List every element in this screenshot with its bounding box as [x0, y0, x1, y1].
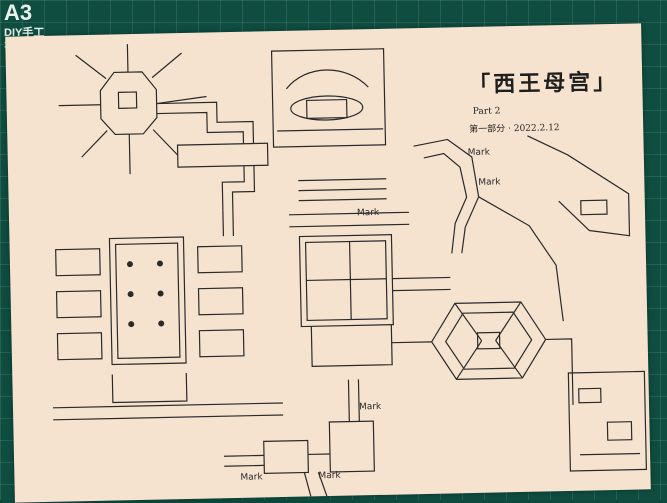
pyramid-chamber	[391, 301, 574, 405]
sketch-title-block: 「西王母宫」 Part 2 第一部分 · 2022.2.12	[468, 63, 643, 135]
mat-size-label: A3	[4, 0, 33, 25]
bottom-chambers	[224, 379, 375, 497]
main-hall	[52, 209, 284, 421]
map-drawing: Mark Mark Mark Mark Mark Mark	[52, 44, 648, 497]
sketch-part: Part 2	[472, 106, 501, 117]
octagon-chamber	[58, 44, 207, 175]
mark-label-6: Mark	[318, 471, 341, 481]
mark-label-4: Mark	[359, 402, 382, 412]
mark-label-5: Mark	[240, 472, 263, 482]
corner-chamber	[567, 370, 648, 472]
mark-label-2: Mark	[468, 148, 491, 158]
sketch-panel	[270, 48, 387, 202]
right-passage	[413, 135, 631, 322]
mark-label-3: Mark	[357, 208, 380, 218]
sketch-paper: Mark Mark Mark Mark Mark Mark 「西王母宫」 Par…	[5, 23, 651, 503]
sketch-title: 「西王母宫」	[468, 68, 619, 99]
center-chamber	[288, 211, 451, 367]
mat-brand-label: DIY手工	[4, 27, 45, 39]
corridor-network-top	[156, 101, 269, 211]
mark-label-1: Mark	[478, 177, 501, 187]
